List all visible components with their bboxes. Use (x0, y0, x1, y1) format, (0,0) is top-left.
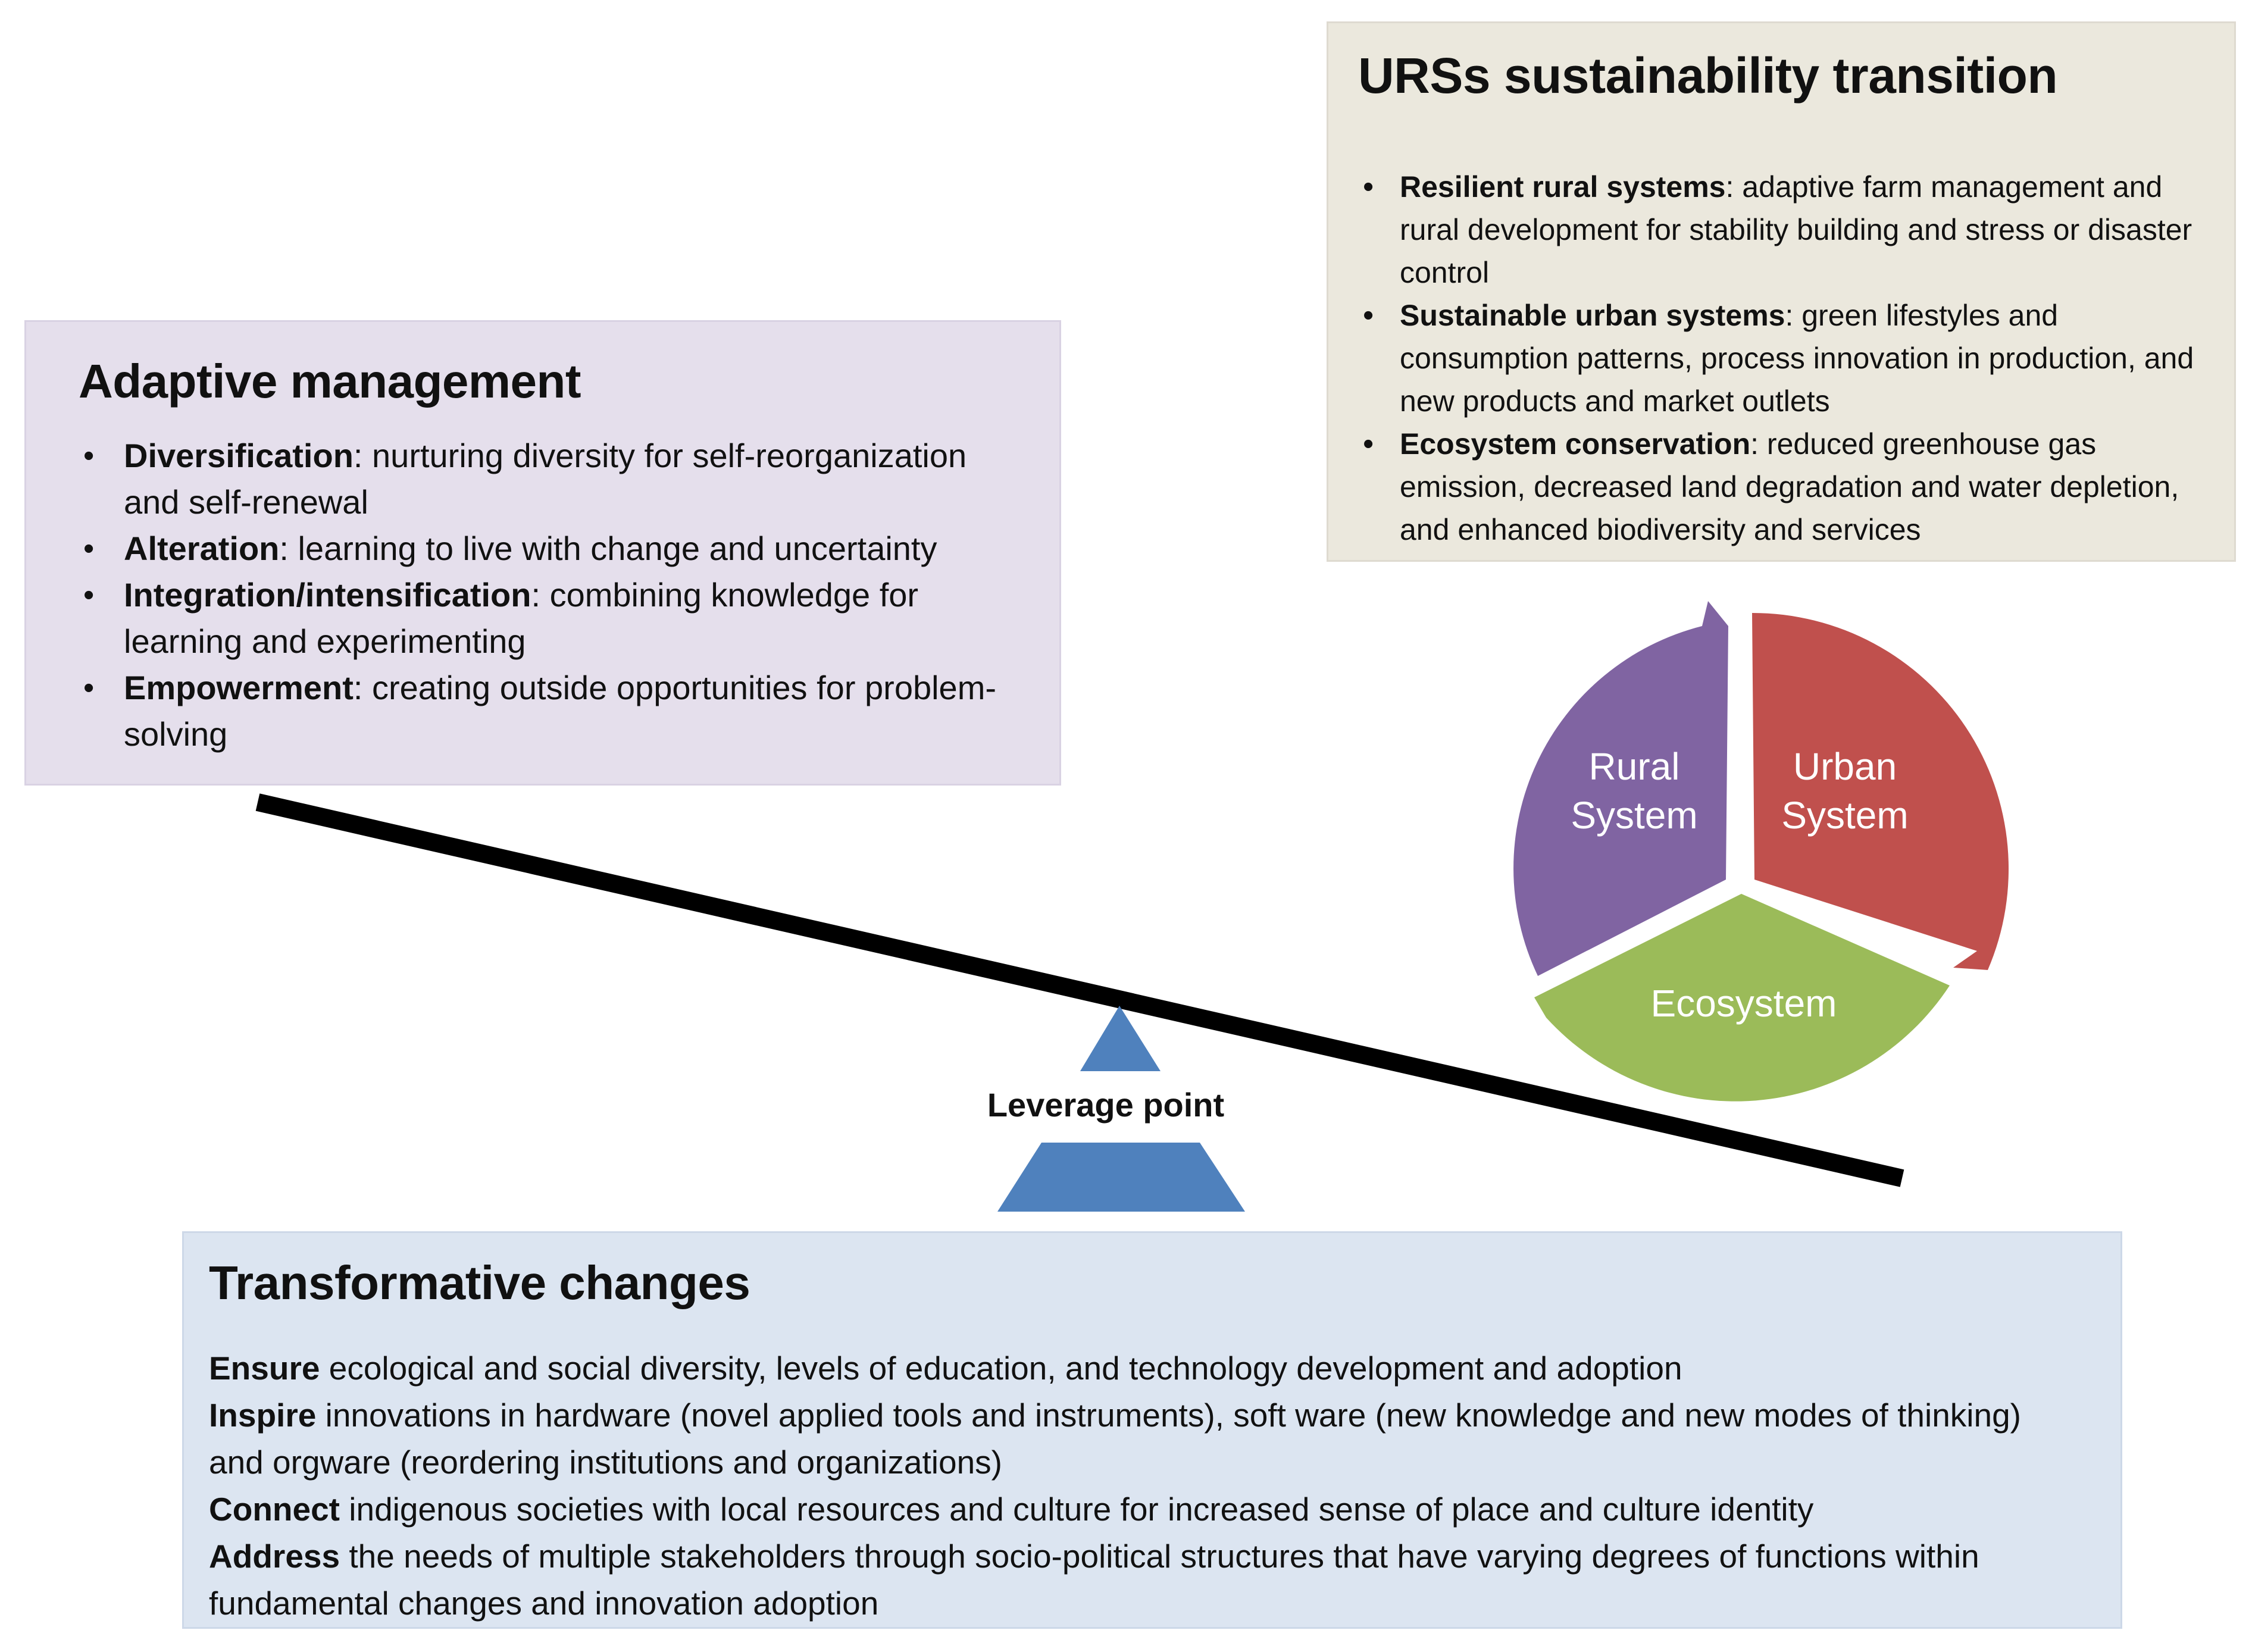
cycle-segment-rural (1513, 601, 1728, 976)
adaptive-item-term: Empowerment (124, 669, 354, 706)
cycle-label-rural-line1: Rural (1589, 745, 1680, 788)
transform-line-term: Address (209, 1538, 340, 1575)
cycle-diagram: Rural System Urban System Ecosystem (1513, 601, 2009, 1102)
urs-item-urban: • Sustainable urban systems: green lifest… (1358, 294, 2198, 423)
transform-line-connect: Connect indigenous societies with local … (209, 1486, 2085, 1533)
cycle-label-urban-line1: Urban (1793, 745, 1897, 788)
urs-item-text: : reduced greenhouse gas emission, decre… (1400, 427, 2179, 546)
adaptive-item-empowerment: • Empowerment: creating outside opportuni… (79, 665, 1024, 758)
cycle-segment-ecosystem (1534, 894, 1950, 1102)
fulcrum-base-trapezoid (997, 1143, 1245, 1212)
transform-lines: Ensure ecological and social diversity, … (209, 1345, 2085, 1627)
adaptive-bullet-list: • Diversification: nurturing diversity fo… (79, 433, 1024, 758)
cycle-segment-urban (1752, 612, 2009, 970)
adaptive-item-integration: • Integration/intensification: combining … (79, 572, 1024, 665)
adaptive-item-term: Alteration (124, 530, 280, 567)
adaptive-box-title: Adaptive management (79, 355, 581, 408)
transform-line-inspire: Inspire innovations in hardware (novel a… (209, 1392, 2085, 1486)
transform-line-text: innovations in hardware (novel applied t… (209, 1397, 2021, 1481)
transform-line-text: ecological and social diversity, levels … (320, 1350, 1682, 1387)
urs-bullet-list: • Resilient rural systems: adaptive farm … (1358, 165, 2198, 551)
urs-item-term: Sustainable urban systems (1400, 298, 1785, 332)
transform-line-text: the needs of multiple stakeholders throu… (209, 1538, 1979, 1622)
adaptive-item-text: : creating outside opportunities for pro… (124, 669, 996, 753)
bullet-icon: • (83, 578, 95, 612)
transformative-changes-box: Transformative changes Ensure ecological… (182, 1231, 2122, 1629)
cycle-label-rural-line2: System (1571, 794, 1697, 837)
transform-line-term: Inspire (209, 1397, 317, 1434)
urs-item-ecosystem: • Ecosystem conservation: reduced greenho… (1358, 423, 2198, 551)
bullet-icon: • (83, 671, 95, 705)
adaptive-item-diversification: • Diversification: nurturing diversity fo… (79, 433, 1024, 525)
cycle-label-urban-line2: System (1781, 794, 1908, 837)
adaptive-item-term: Diversification (124, 437, 354, 474)
bullet-icon: • (1363, 426, 1374, 461)
urs-sustainability-box: URSs sustainability transition • Resilien… (1327, 21, 2236, 562)
adaptive-item-text: : learning to live with change and uncer… (279, 530, 937, 567)
transform-line-text: indigenous societies with local resource… (340, 1491, 1814, 1528)
adaptive-item-text: : combining knowledge for learning and e… (124, 576, 919, 660)
urs-item-term: Ecosystem conservation (1400, 427, 1751, 461)
urs-item-text: : green lifestyles and consumption patte… (1400, 298, 2194, 418)
transform-line-ensure: Ensure ecological and social diversity, … (209, 1345, 2085, 1392)
urs-item-rural: • Resilient rural systems: adaptive farm … (1358, 165, 2198, 294)
transform-line-term: Ensure (209, 1350, 320, 1387)
adaptive-item-alteration: • Alteration: learning to live with chang… (79, 525, 1024, 572)
urs-item-text: : adaptive farm management and rural dev… (1400, 170, 2192, 289)
bullet-icon: • (1363, 169, 1374, 204)
adaptive-item-term: Integration/intensification (124, 576, 531, 614)
transform-line-term: Connect (209, 1491, 340, 1528)
urs-box-title: URSs sustainability transition (1358, 48, 2058, 104)
cycle-label-ecosystem: Ecosystem (1651, 982, 1837, 1025)
transform-line-address: Address the needs of multiple stakeholde… (209, 1533, 2085, 1627)
bullet-icon: • (83, 531, 95, 566)
lever-beam (255, 793, 1904, 1187)
bullet-icon: • (1363, 298, 1374, 333)
leverage-point-label: Leverage point (987, 1086, 1224, 1124)
bullet-icon: • (83, 439, 95, 473)
urs-item-term: Resilient rural systems (1400, 170, 1726, 204)
transform-box-title: Transformative changes (209, 1256, 750, 1309)
adaptive-management-box: Adaptive management • Diversification: nu… (24, 320, 1061, 786)
adaptive-item-text: : nurturing diversity for self-reorganiz… (124, 437, 967, 521)
fulcrum-top-triangle (1080, 1006, 1161, 1071)
